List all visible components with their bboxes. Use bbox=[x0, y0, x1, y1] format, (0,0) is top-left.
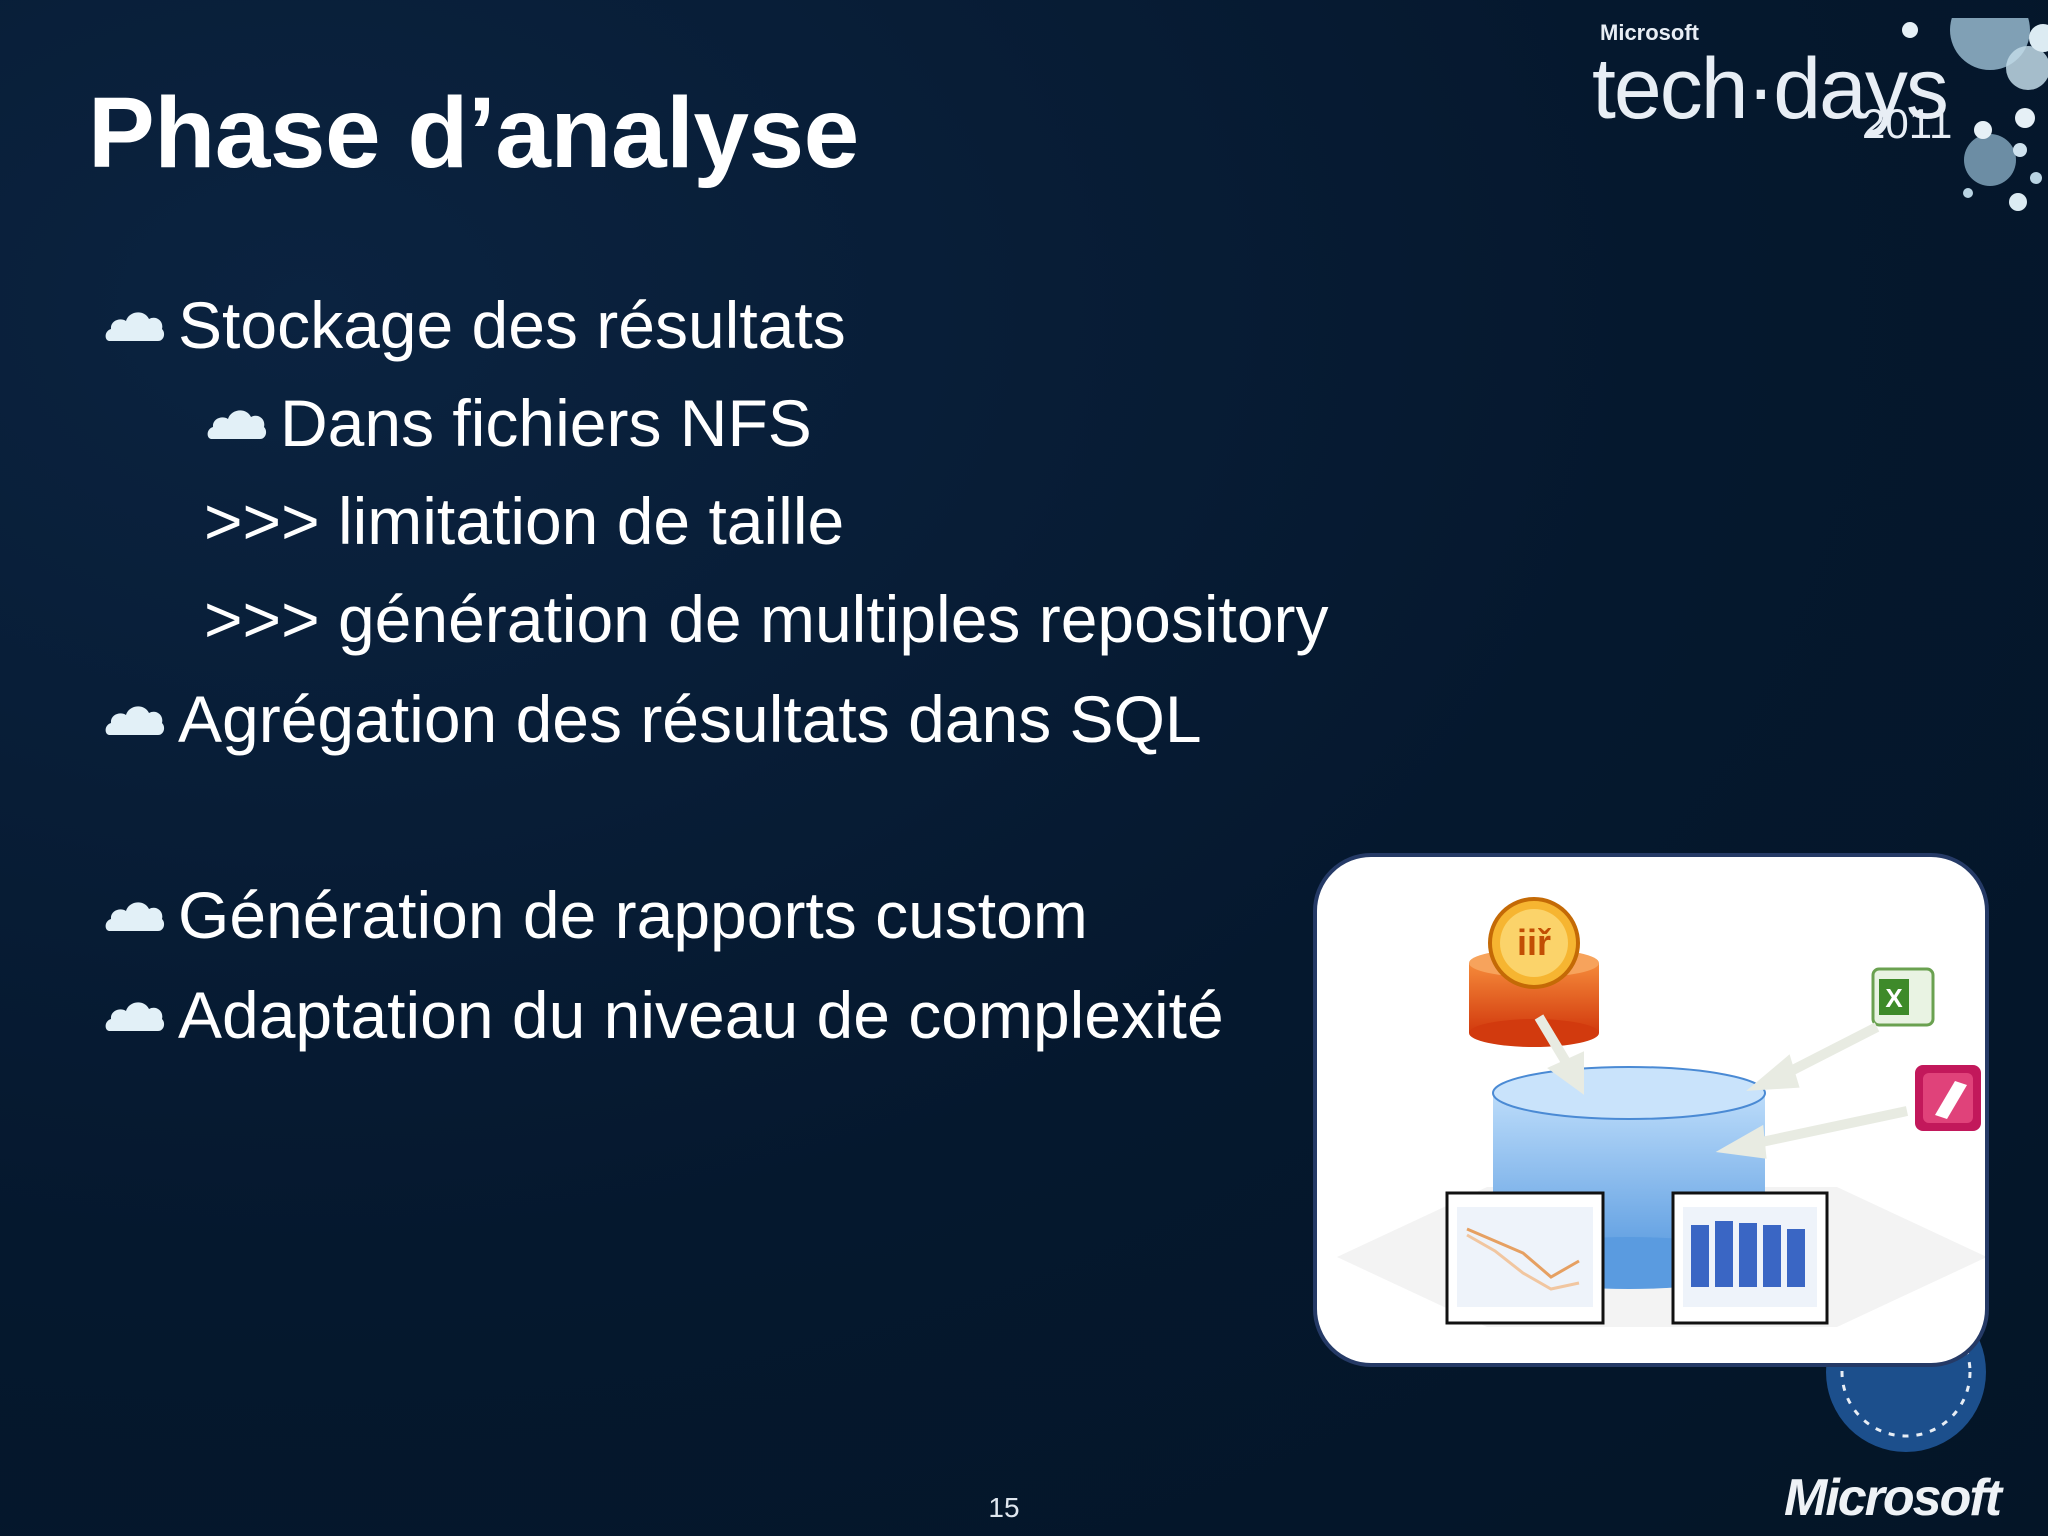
access-icon bbox=[1915, 1065, 1981, 1131]
techdays-wordmark: tech·days bbox=[1592, 41, 1949, 137]
cloud-bullet-icon bbox=[104, 897, 166, 933]
bullet-item: Adaptation du niveau de complexité bbox=[104, 970, 1224, 1060]
bullet-item: Génération de rapports custom bbox=[104, 870, 1088, 960]
bullet-text: Stockage des résultats bbox=[178, 288, 846, 362]
architecture-illustration: iiř X bbox=[1313, 853, 1989, 1367]
bar-chart-report-icon bbox=[1671, 1191, 1829, 1325]
cloud-bullet-icon bbox=[104, 997, 166, 1033]
flow-arrows bbox=[1534, 1014, 1909, 1159]
bullet-item: Dans fichiers NFS bbox=[206, 378, 812, 468]
microsoft-small-label: Microsoft bbox=[1600, 20, 1699, 45]
bullet-item: >>> génération de multiples repository bbox=[204, 574, 1329, 664]
cloud-bullet-icon bbox=[104, 307, 166, 343]
bullet-item: >>> limitation de taille bbox=[204, 476, 844, 566]
techdays-logo: Microsoft tech·days 2011 bbox=[1588, 18, 2048, 228]
slide-title: Phase d’analyse bbox=[88, 77, 859, 189]
bullet-item: Stockage des résultats bbox=[104, 280, 846, 370]
bullet-text: >>> limitation de taille bbox=[204, 484, 845, 558]
bullet-text: Génération de rapports custom bbox=[178, 878, 1088, 952]
lotus-notes-database-icon: iiř bbox=[1469, 897, 1599, 1047]
bullet-text: Adaptation du niveau de complexité bbox=[178, 978, 1224, 1052]
sql-database-icon bbox=[1492, 1066, 1766, 1289]
cloud-bullet-icon bbox=[206, 405, 268, 441]
bullet-item: Agrégation des résultats dans SQL bbox=[104, 674, 1202, 764]
microsoft-footer-logo: Microsoft bbox=[1784, 1469, 2002, 1527]
bullet-text: >>> génération de multiples repository bbox=[204, 582, 1329, 656]
bubbles-decoration bbox=[1902, 18, 2048, 211]
svg-text:iiř: iiř bbox=[1517, 922, 1551, 963]
cloud-bullet-icon bbox=[104, 701, 166, 737]
techdays-year: 2011 bbox=[1862, 100, 1953, 147]
bullet-text: Agrégation des résultats dans SQL bbox=[178, 682, 1202, 756]
bullet-text: Dans fichiers NFS bbox=[280, 386, 812, 460]
svg-text:X: X bbox=[1885, 983, 1903, 1013]
line-chart-report-icon bbox=[1445, 1191, 1605, 1325]
page-number: 15 bbox=[988, 1492, 1020, 1523]
excel-icon: X bbox=[1871, 967, 1935, 1027]
